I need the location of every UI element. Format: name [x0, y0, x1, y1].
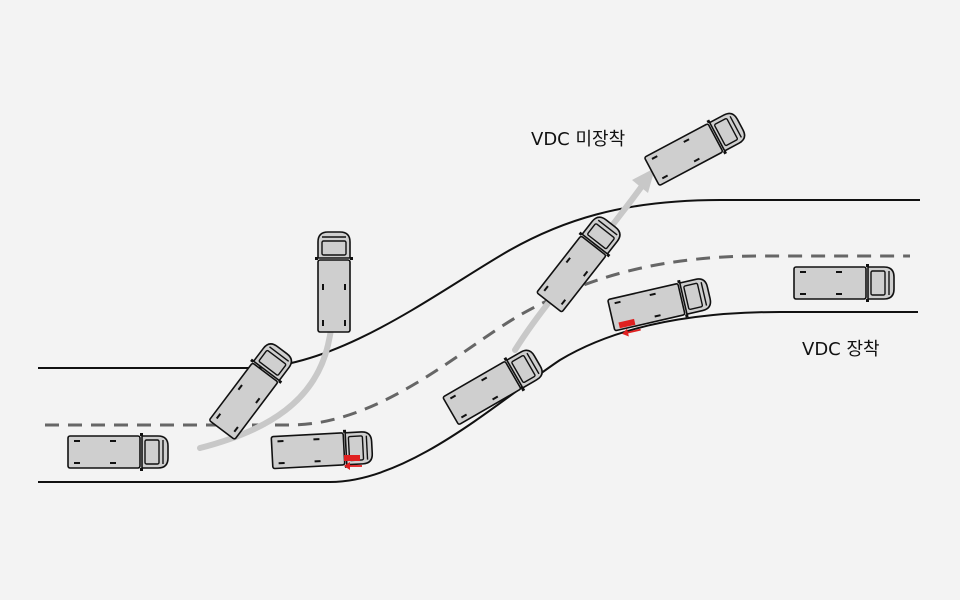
truck-icon-start [67, 432, 169, 472]
truck-icon-spun-out [314, 231, 354, 333]
road-edge-bottom [38, 311, 918, 483]
label-without-vdc: VDC 미장착 [531, 129, 626, 150]
truck-icon-vdc-stable [793, 263, 895, 303]
truck-icon-off-road [641, 106, 751, 190]
brake-arrow-icon-1 [344, 455, 362, 470]
road-edge-top [38, 199, 920, 369]
skid-trajectory-arrowhead-2 [632, 168, 655, 193]
brake-arrow-icon-2 [618, 318, 641, 337]
label-with-vdc: VDC 장착 [802, 339, 880, 360]
